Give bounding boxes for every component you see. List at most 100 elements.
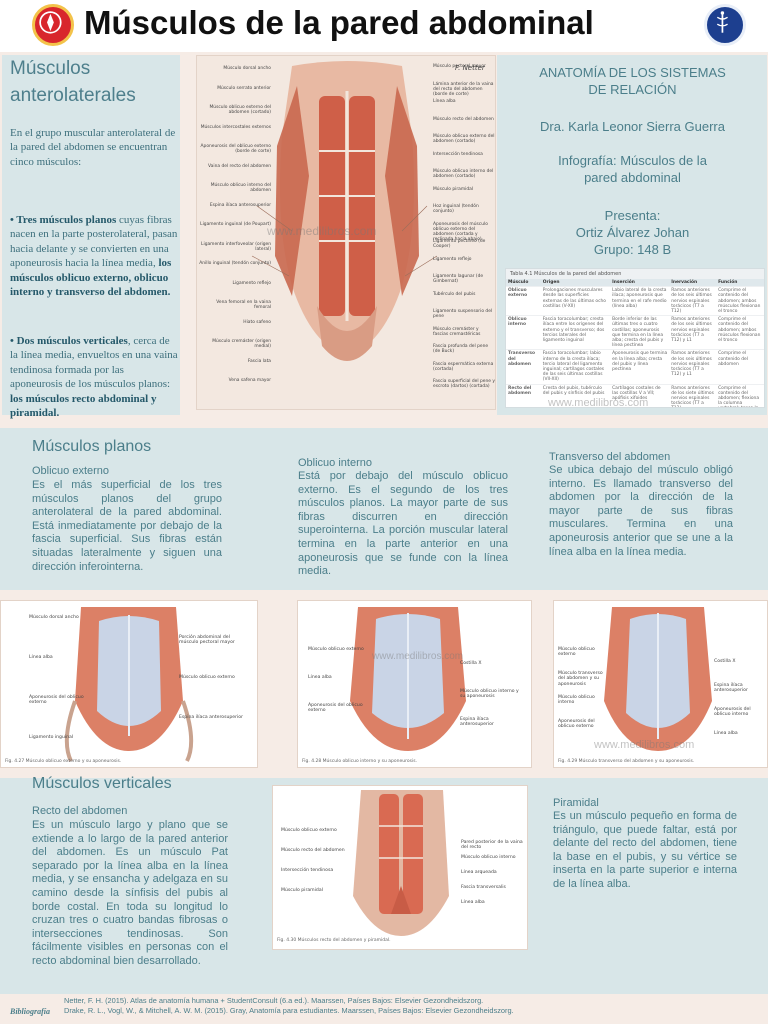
illustration-label: Anillo inguinal (tendón conjunto) (199, 261, 271, 266)
rectus-title: Recto del abdomen (32, 805, 128, 817)
illustration-label: Músculo oblicuo interno del abdomen (210, 183, 271, 194)
illustration-label: Músculo piramidal (281, 888, 323, 893)
table-cell: Ramos anteriores de los seis últimos ner… (669, 315, 717, 350)
table-cell: Prolongaciones musculares desde las supe… (540, 286, 611, 316)
header: Músculos de la pared abdominal (0, 0, 768, 52)
illustration-label: Espina ilíaca anterosuperior (460, 717, 494, 728)
table-cell: Transverso del abdomen (506, 349, 541, 385)
bibliography-ref-2: Drake, R. L., Vogl, W., & Mitchell, A. W… (64, 1006, 514, 1015)
table-cell: Comprime el contenido del abdomen; ambos… (716, 315, 764, 350)
illustration-label: Espina ilíaca anterosuperior (179, 715, 243, 720)
illustration-label: Línea alba (308, 675, 332, 680)
internal-oblique-title: Oblicuo interno (298, 457, 372, 469)
fig-caption-external: Fig. 4.27 Músculo oblicuo externo y su a… (5, 759, 122, 764)
medical-caduceus-seal-icon (704, 4, 746, 46)
illustration-label: Tubérculo del pubis (433, 291, 476, 297)
table-cell: Oblicuo interno (506, 315, 541, 350)
intro-heading: Músculos anterolaterales (10, 58, 136, 106)
table-cell: Ramos anteriores de los seis últimos ner… (669, 349, 717, 385)
external-oblique-illustration: Fig. 4.27 Músculo oblicuo externo y su a… (0, 600, 258, 768)
external-oblique-text: Es el más superficial de los tres múscul… (32, 479, 222, 573)
illustration-label: Ligamento pectíneo (de Cooper) (433, 239, 486, 250)
illustration-label: Pared posterior de la vaina del recto (461, 840, 523, 851)
illustration-label: Línea arqueada (461, 870, 497, 875)
illustration-label: Ligamento lagunar (de Gimbernat) (433, 274, 484, 285)
illustration-label: Músculo oblicuo interno (558, 695, 595, 706)
table-header-cell: Inserción (610, 279, 670, 287)
illustration-label: Aponeurosis del oblicuo interno (714, 707, 751, 718)
transversus-title: Transverso del abdomen (549, 451, 671, 463)
illustration-label: Ligamento reflejo (232, 280, 272, 286)
illustration-label: Fascia superficial del pene y escroto (d… (433, 379, 495, 390)
illustration-label: Aponeurosis del oblicuo externo (558, 719, 595, 730)
table-title: Tabla 4.1 Músculos de la pared del abdom… (506, 269, 764, 279)
illustration-label: Costilla X (714, 659, 736, 664)
illustration-label: Músculo oblicuo externo (558, 647, 595, 658)
presenter-block: Presenta: Ortiz Álvarez Johan Grupo: 148… (575, 208, 690, 257)
illustration-label: Músculo transverso del abdomen y su apon… (558, 671, 603, 687)
illustration-label: Ligamento interfoveolar (origen lateral) (201, 241, 271, 252)
bibliography-ref-1: Netter, F. H. (2015). Atlas de anatomía … (64, 996, 484, 1005)
transversus-illustration: Fig. 4.29 Músculo transverso del abdomen… (553, 600, 768, 768)
pyramidalis-text: Es un músculo pequeño en forma de triáng… (553, 810, 737, 890)
illustration-label: Aponeurosis del oblicuo externo (29, 695, 84, 706)
illustration-label: Aponeurosis del oblicuo externo (308, 703, 363, 714)
illustration-label: Músculo recto del abdomen (281, 848, 345, 853)
table-cell: Oblicuo externo (506, 286, 541, 316)
illustration-label: Fascia transversalis (461, 885, 506, 890)
illustration-label: Línea alba (714, 731, 738, 736)
illustration-label: Músculo oblicuo externo del abdomen (cor… (433, 134, 495, 145)
intro-panel (2, 55, 180, 415)
external-oblique-title: Oblicuo externo (32, 465, 110, 477)
intro-paragraph-1: En el grupo muscular anterolateral de la… (10, 127, 176, 168)
illustration-label: Músculo oblicuo interno (461, 855, 516, 860)
table-cell: Fascia toracolumbar; cresta ilíaca entre… (540, 315, 611, 350)
illustration-label: Costilla X (460, 661, 482, 666)
illustration-label: Músculo pectoral mayor (433, 64, 486, 69)
table-cell: Ramos anteriores de los siete últimos ne… (669, 383, 717, 407)
table-cell: Comprime el contenido del abdomen (716, 349, 764, 385)
table-cell: Comprime el contenido del abdomen; flexi… (716, 383, 764, 407)
illustration-label: Vaina del recto del abdomen (208, 163, 271, 169)
illustration-label: Músculo oblicuo externo (281, 828, 337, 833)
table-header-cell: Inervación (669, 279, 717, 287)
illustration-label: Músculo piramidal (433, 186, 474, 192)
illustration-label: Intersección tendinosa (281, 868, 334, 873)
illustration-label: Porción abdominal del músculo pectoral m… (179, 635, 235, 646)
illustration-label: Ligamento reflejo (433, 256, 472, 262)
illustration-label: Ligamento inguinal (de Poupart) (200, 222, 271, 227)
pyramidalis-title: Piramidal (553, 797, 599, 809)
illustration-label: Músculo cremáster (origen medial) (212, 339, 271, 350)
illustration-label: Línea alba (29, 655, 53, 660)
page-title: Músculos de la pared abdominal (84, 4, 594, 41)
svg-text:F. Netter: F. Netter (455, 64, 486, 72)
illustration-label: Ligamento suspensorio del pene (433, 309, 493, 320)
rectus-pyramidalis-illustration: Fig. 4.30 Músculos recto del abdomen y p… (272, 785, 528, 950)
illustration-label: Línea alba (433, 99, 456, 104)
illustration-label: Hiato safeno (243, 319, 271, 325)
fig-caption-transversus: Fig. 4.29 Músculo transverso del abdomen… (558, 759, 695, 764)
bibliography-label: Bibliografía (10, 1007, 51, 1016)
illustration-label: Aponeurosis del músculo oblicuo externo … (433, 221, 488, 243)
internal-oblique-illustration: Fig. 4.28 Músculo oblicuo interno y su a… (297, 600, 532, 768)
illustration-label: Fascia profunda del pene (de Buck) (433, 344, 489, 355)
illustration-label: Músculo cremáster y fascias cremastérica… (433, 326, 481, 337)
table-cell: Borde inferior de las últimas tres o cua… (610, 315, 670, 350)
table-cell: Comprime el contenido del abdomen; ambos… (716, 286, 764, 316)
illustration-label: Fascia lata (247, 358, 271, 364)
table-cell: Ramos anteriores de los seis últimos ner… (669, 286, 717, 316)
fig-caption-internal: Fig. 4.28 Músculo oblicuo interno y su a… (302, 759, 418, 764)
illustration-label: Músculos intercostales externos (200, 124, 271, 130)
flat-muscles-panel (0, 428, 768, 590)
illustration-label: Músculo oblicuo externo (308, 647, 364, 652)
fig-caption-vertical: Fig. 4.30 Músculos recto del abdomen y p… (277, 938, 391, 943)
intro-paragraph-flat-muscles: • Tres músculos planos cuyas fibras nace… (10, 214, 178, 299)
illustration-label: Músculo oblicuo interno y su aponeurosis (460, 689, 519, 700)
illustration-label: Ligamento inguinal (29, 735, 74, 740)
watermark: www.medilibros.com (267, 224, 377, 238)
